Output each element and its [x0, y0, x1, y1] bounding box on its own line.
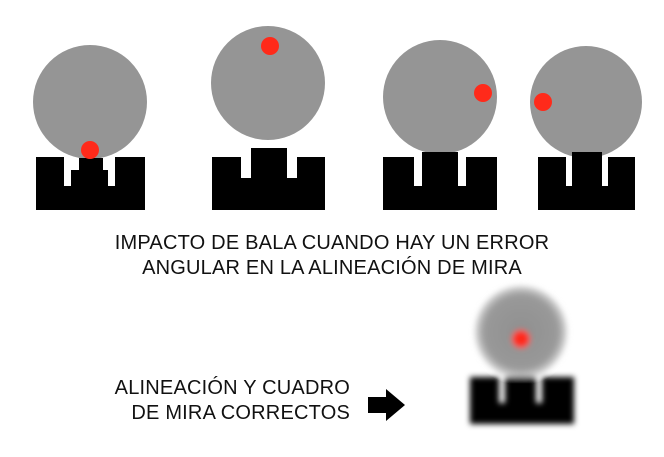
bullet-impact [81, 141, 99, 159]
bullet-impact [474, 84, 492, 102]
bullet-impact [534, 93, 552, 111]
target-circle [211, 26, 325, 140]
bullet-impact [512, 330, 530, 348]
error-caption: IMPACTO DE BALA CUANDO HAY UN ERROR ANGU… [0, 231, 664, 281]
right-arrow-icon [368, 389, 405, 421]
error-example-low [33, 45, 147, 210]
error-example-high [211, 26, 325, 210]
error-caption-line-2: ANGULAR EN LA ALINEACIÓN DE MIRA [142, 257, 522, 279]
rear-sight-notch [538, 152, 635, 210]
rear-sight-notch [36, 157, 145, 210]
bullet-impact [261, 37, 279, 55]
correct-example [470, 286, 574, 424]
error-example-right [383, 40, 497, 210]
correct-caption-line-1: ALINEACIÓN Y CUADRO [114, 377, 350, 399]
error-example-left [530, 46, 642, 210]
error-caption-line-1: IMPACTO DE BALA CUANDO HAY UN ERROR [114, 232, 550, 254]
target-circle [33, 45, 147, 159]
correct-caption-line-2: DE MIRA CORRECTOS [131, 402, 350, 424]
rear-sight-notch [470, 377, 574, 424]
target-circle [383, 40, 497, 154]
target-circle [530, 46, 642, 158]
correct-caption: ALINEACIÓN Y CUADRO DE MIRA CORRECTOS [60, 376, 350, 426]
rear-sight-notch [212, 148, 325, 210]
rear-sight-notch [383, 152, 497, 210]
